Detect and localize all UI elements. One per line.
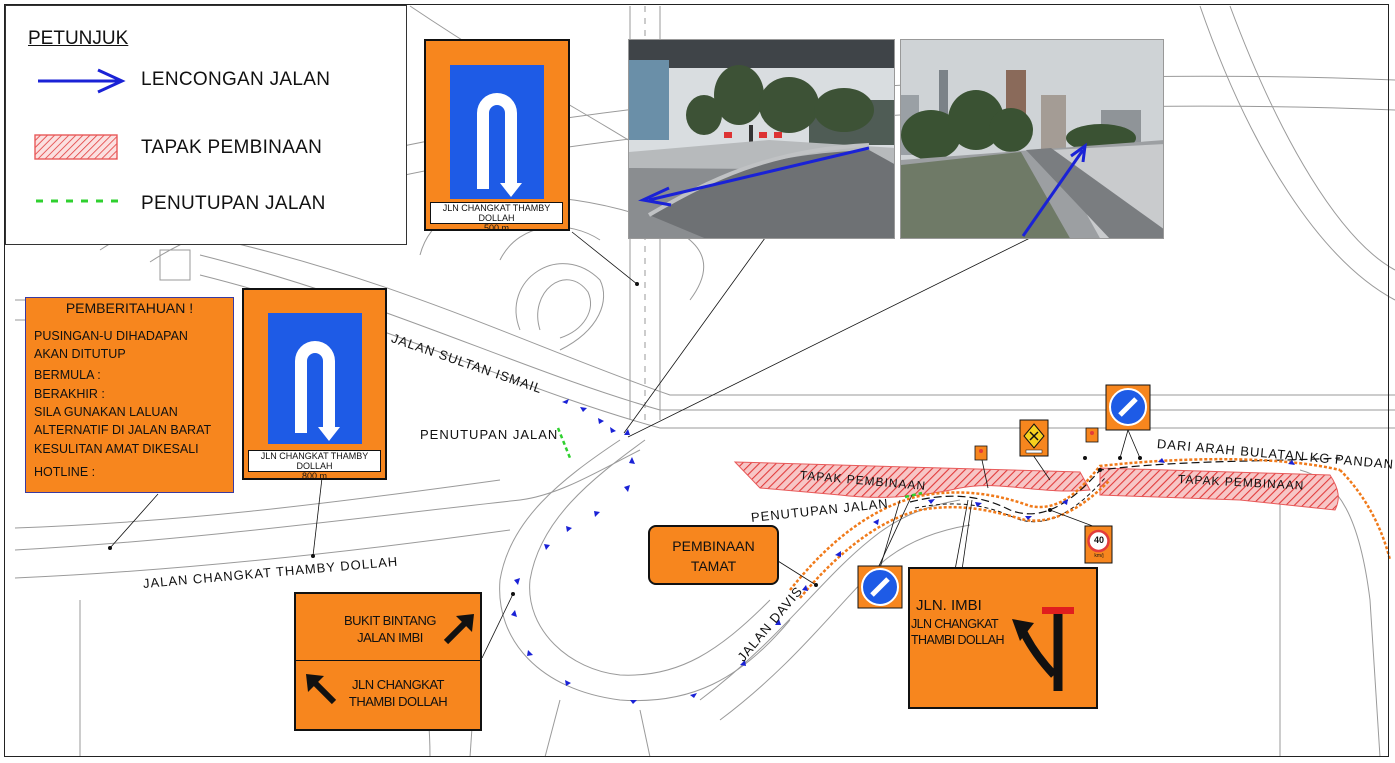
direction-bottom-line1: JLN CHANGKAT: [352, 677, 445, 692]
green-dash-icon: [36, 199, 120, 203]
notice-board: PEMBERITAHUAN ! PUSINGAN-U DIHADAPAN AKA…: [25, 297, 234, 493]
uturn-800-road: JLN CHANGKAT THAMBY DOLLAH: [260, 451, 369, 471]
road-closure-marker-2: [904, 491, 923, 499]
tamat-line2: TAMAT: [690, 558, 737, 574]
direction-divider: [296, 660, 480, 661]
notice-line: PUSINGAN-U DIHADAPAN: [34, 329, 188, 343]
keep-left-sign-bottom: [857, 565, 903, 609]
diverge-arrow-icon: [1012, 607, 1074, 691]
site-photo-left: [628, 39, 895, 239]
direction-top-line2: JALAN IMBI: [357, 630, 423, 645]
keep-left-sign-top: [1105, 384, 1151, 431]
speed-limit-unit: km/j: [1094, 553, 1104, 559]
construction-end-sign: PEMBINAAN TAMAT: [648, 525, 779, 585]
flagman-sign-2: [1085, 427, 1099, 443]
red-hatch-icon: [34, 134, 118, 160]
construction-zone-right: [1099, 467, 1339, 511]
uturn-800-distance: 800 m: [301, 471, 327, 481]
uturn-500-road: JLN CHANGKAT THAMBY DOLLAH: [442, 203, 551, 223]
notice-line: BERMULA :: [34, 368, 101, 382]
jln-imbi-sign: JLN. IMBI JLN CHANGKAT THAMBI DOLLAH: [908, 567, 1098, 709]
arrow-up-left-icon: [306, 674, 337, 705]
legend-label-closure: PENUTUPAN JALAN: [141, 193, 326, 214]
legend-title: PETUNJUK: [28, 28, 129, 49]
speed-limit-sign: [1084, 525, 1113, 564]
tamat-line1: PEMBINAAN: [672, 538, 755, 554]
site-photo-right: [900, 39, 1164, 239]
notice-line: KESULITAN AMAT DIKESALI: [34, 442, 199, 456]
flagman-sign-1: [974, 445, 988, 461]
uturn-sign-800m: JLN CHANGKAT THAMBY DOLLAH 800 m: [242, 288, 387, 481]
road-closure-marker: [556, 427, 572, 459]
uturn-500-distance: 500 m: [483, 223, 509, 233]
notice-line: BERAKHIR :: [34, 387, 105, 401]
imbi-line1: JLN. IMBI: [916, 597, 982, 614]
imbi-line3: THAMBI DOLLAH: [911, 633, 1005, 647]
uturn-arrow-icon: [295, 341, 340, 441]
notice-line: ALTERNATIF DI JALAN BARAT: [34, 423, 212, 437]
uturn-arrow-icon: [477, 93, 522, 197]
legend-label-construction: TAPAK PEMBINAAN: [141, 137, 323, 158]
detour-arrows: [511, 399, 1295, 704]
speed-limit-value: 40: [1093, 535, 1104, 545]
legend-panel: PETUNJUK LENCONGAN JALAN TAPAK PEMBINAAN…: [5, 5, 407, 245]
direction-bottom-line2: THAMBI DOLLAH: [348, 694, 448, 709]
direction-sign: BUKIT BINTANG JALAN IMBI JLN CHANGKAT TH…: [294, 592, 482, 731]
blue-arrow-icon: [38, 68, 126, 94]
notice-line: AKAN DITUTUP: [34, 347, 126, 361]
legend-label-detour: LENCONGAN JALAN: [141, 69, 331, 90]
construction-zone-left: [733, 461, 1091, 498]
arrow-up-right-icon: [443, 614, 474, 645]
road-works-sign: [1019, 419, 1049, 457]
direction-top-line1: BUKIT BINTANG: [344, 613, 436, 628]
notice-title: PEMBERITAHUAN !: [65, 300, 194, 316]
road-label-penutupan-1: PENUTUPAN JALAN: [420, 427, 559, 442]
uturn-sign-500m: JLN CHANGKAT THAMBY DOLLAH 500 m: [424, 39, 570, 233]
imbi-line2: JLN CHANGKAT: [911, 617, 999, 631]
notice-line: SILA GUNAKAN LALUAN: [34, 405, 178, 419]
notice-line: HOTLINE :: [34, 465, 96, 479]
